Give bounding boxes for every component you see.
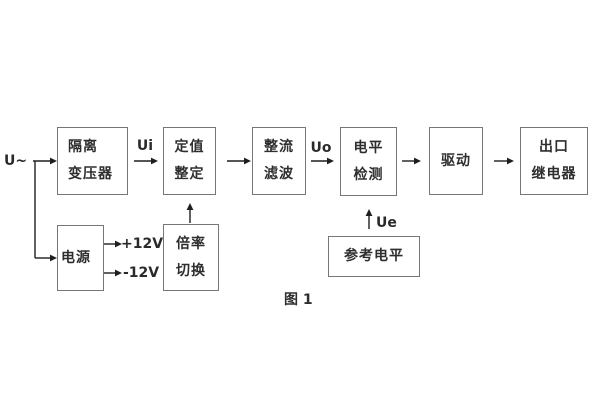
- block-label: 整流: [264, 139, 294, 155]
- ue-signal-label: Ue: [376, 215, 397, 231]
- arrow-power-minus12v: [104, 269, 122, 277]
- arrow-ratio-to-setting: [186, 203, 194, 223]
- figure-caption: 图 1: [284, 292, 313, 308]
- block-label: 检测: [353, 166, 384, 183]
- minus-12v-label: -12V: [123, 265, 160, 281]
- block-power-supply: 电源: [57, 225, 104, 291]
- block-label: 参考电平: [344, 248, 404, 264]
- block-label: 出口: [539, 139, 569, 155]
- arrow-branch-to-power: [35, 254, 57, 262]
- arrow-power-plus12v: [104, 240, 122, 248]
- block-drive: 驱动: [429, 127, 483, 195]
- block-label: 整定: [174, 166, 205, 182]
- block-ratio-switch: 倍率 切换: [163, 224, 219, 291]
- arrow-ue-reference-to-detect: [365, 209, 373, 229]
- input-voltage-label: U~: [4, 153, 28, 169]
- uo-signal-label: Uo: [310, 140, 332, 156]
- block-label: 倍率: [176, 235, 206, 252]
- block-label: 电平: [353, 139, 384, 156]
- block-label: 定值: [174, 139, 205, 155]
- block-reference-level: 参考电平: [328, 236, 420, 277]
- arrow-drive-to-relay: [494, 157, 514, 165]
- block-label: 滤波: [264, 166, 294, 182]
- block-output-relay: 出口 继电器: [520, 127, 588, 195]
- block-label: 继电器: [531, 166, 577, 182]
- block-label: 变压器: [68, 166, 113, 182]
- block-rectifier-filter: 整流 滤波: [252, 127, 306, 195]
- block-isolation-transformer: 隔离 变压器: [57, 127, 128, 195]
- plus-12v-label: +12V: [121, 236, 164, 252]
- arrow-input-to-isolation: [33, 157, 57, 165]
- block-label: 隔离: [68, 139, 98, 155]
- block-label: 驱动: [441, 152, 471, 169]
- block-label: 切换: [176, 262, 206, 279]
- arrow-uo-rectifier-to-detect: [311, 157, 334, 165]
- arrow-detect-to-drive: [402, 157, 421, 165]
- arrow-setting-to-rectifier: [227, 157, 251, 165]
- ui-signal-label: Ui: [136, 138, 154, 154]
- block-setting: 定值 整定: [163, 127, 216, 195]
- arrow-ui-isolation-to-setting: [134, 157, 158, 165]
- block-level-detection: 电平 检测: [340, 127, 397, 196]
- block-label: 电源: [61, 249, 91, 266]
